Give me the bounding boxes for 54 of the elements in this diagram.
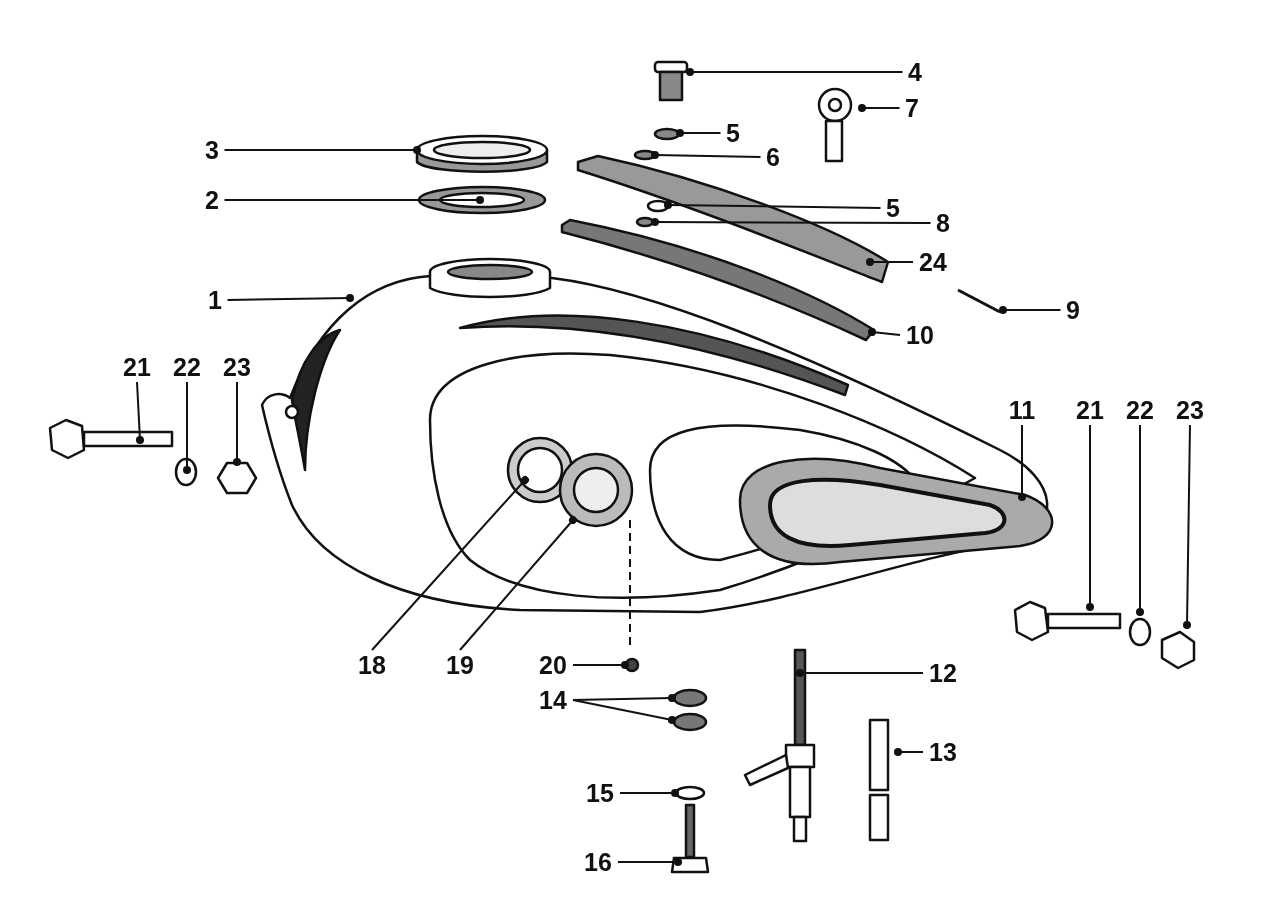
leader-line — [1086, 424, 1094, 611]
leader-line — [651, 218, 932, 226]
leader-line — [226, 294, 354, 302]
callout-number: 12 — [929, 659, 957, 687]
callout-number: 11 — [1008, 396, 1036, 424]
leader-line — [999, 306, 1062, 314]
callout-number: 22 — [1126, 396, 1154, 424]
leader-line — [676, 129, 722, 137]
leader-line — [1183, 424, 1191, 629]
leader-line — [651, 151, 762, 159]
callout-number: 15 — [586, 779, 614, 807]
leader-line — [894, 748, 924, 756]
callout-number: 4 — [908, 58, 922, 86]
callout-number: 20 — [539, 651, 567, 679]
leader-line — [459, 516, 577, 651]
callout-number: 19 — [446, 651, 474, 679]
callout-number: 8 — [936, 209, 950, 237]
callout-number: 23 — [223, 353, 251, 381]
leader-line — [183, 381, 191, 474]
callout-number: 5 — [886, 194, 900, 222]
callout-number: 14 — [539, 686, 567, 714]
callout-number: 23 — [1176, 396, 1204, 424]
leader-line — [233, 381, 241, 466]
callout-number: 7 — [905, 94, 919, 122]
leader-line — [868, 328, 901, 336]
leader-line — [858, 104, 901, 112]
callout-number: 21 — [123, 353, 151, 381]
leader-line — [617, 858, 682, 866]
leader-line — [1018, 424, 1026, 501]
callout-number: 2 — [205, 186, 219, 214]
callout-number: 21 — [1076, 396, 1104, 424]
leader-line — [686, 68, 904, 76]
callout-number: 1 — [208, 286, 222, 314]
callout-number: 18 — [358, 651, 386, 679]
leader-line — [223, 146, 421, 154]
callout-number: 16 — [584, 848, 612, 876]
leader-line — [371, 476, 529, 651]
callout-number: 3 — [205, 136, 219, 164]
leader-line — [572, 699, 676, 724]
leader-line — [1136, 424, 1144, 616]
leader-line — [664, 201, 882, 209]
leader-line — [866, 258, 914, 266]
leader-line — [572, 661, 629, 669]
leader-line — [619, 789, 679, 797]
callout-number: 9 — [1066, 296, 1080, 324]
callout-number: 13 — [929, 738, 957, 766]
callout-number: 6 — [766, 143, 780, 171]
callout-number: 5 — [726, 119, 740, 147]
callout-number: 24 — [919, 248, 947, 276]
callout-number: 22 — [173, 353, 201, 381]
leader-line — [136, 381, 144, 444]
leader-line — [223, 196, 484, 204]
callout-number: 10 — [906, 321, 934, 349]
leader-line — [796, 669, 924, 677]
